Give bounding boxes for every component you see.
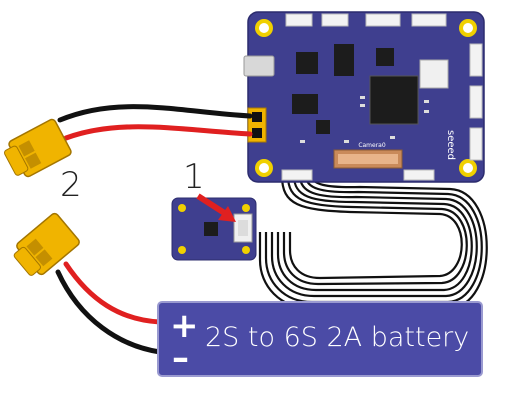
red-arrow — [196, 193, 236, 222]
battery-label: 2S to 6S 2A battery — [205, 322, 470, 353]
xt-connector-board-side — [3, 118, 72, 178]
usb-port — [243, 55, 275, 77]
battery-wires — [55, 261, 163, 355]
callout-two: 2 — [60, 165, 82, 205]
xt-connector-battery-side — [13, 212, 80, 276]
battery-minus-sign: – — [172, 338, 189, 378]
camera-label: Camera0 — [358, 142, 386, 149]
board-power-wires — [57, 104, 253, 141]
battery-plus-sign: + — [170, 306, 199, 346]
camera-module — [171, 197, 257, 261]
ribbon-cable — [258, 175, 488, 310]
battery-pack — [157, 301, 483, 377]
brand-text: seeed — [445, 130, 456, 160]
callout-one: 1 — [183, 157, 205, 197]
flight-controller-board: Camera0 seeed — [243, 11, 485, 183]
mcu-chip — [369, 75, 419, 125]
